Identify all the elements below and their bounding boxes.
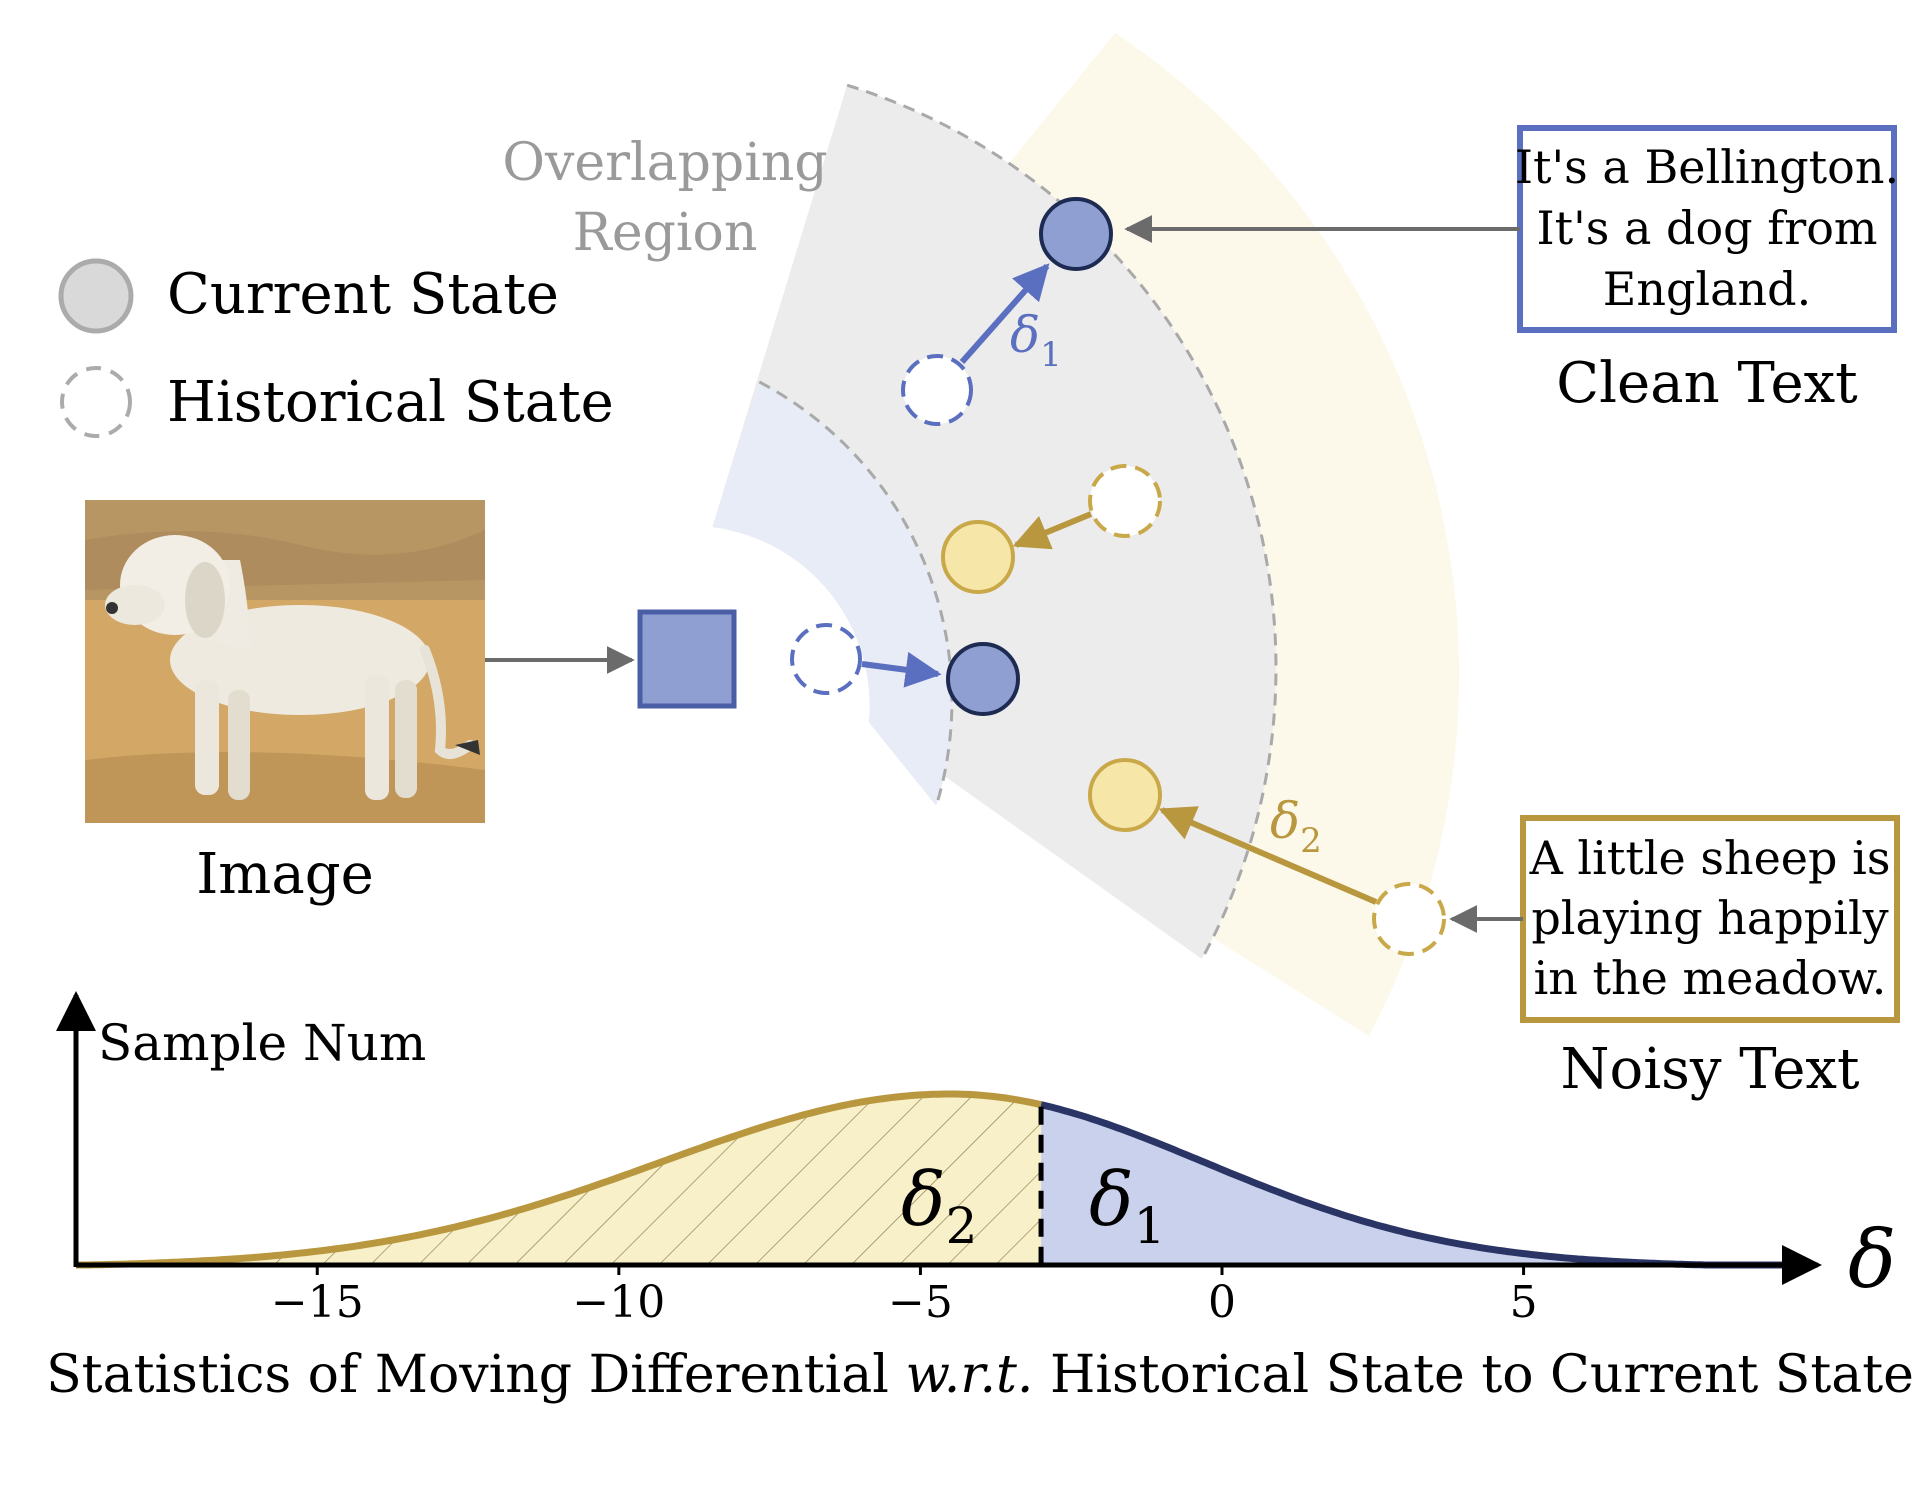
- noisy-move-arrow-2: [1158, 806, 1378, 905]
- noisy-text-line2: playing happily: [1531, 891, 1888, 945]
- image-embedding-square: [637, 609, 737, 709]
- historical-state-noisy-2: [1372, 882, 1446, 956]
- legend: Current State Historical State: [58, 258, 614, 438]
- historical-state-clean-1: [901, 354, 973, 426]
- legend-historical-state-label: Historical State: [167, 370, 614, 435]
- historical-state-noisy-1: [1088, 464, 1162, 538]
- current-state-noisy-2: [1088, 758, 1162, 832]
- delta2-region-label: δ2: [901, 1157, 977, 1255]
- distribution-chart: −15 −10 −5 0 5 δ2 δ1 Sample Num δ Statistics…: [46, 991, 1914, 1405]
- axis-delta-symbol: δ: [1848, 1213, 1896, 1306]
- delta2-curve: [76, 1090, 1042, 1269]
- y-axis-label: Sample Num: [98, 1014, 426, 1072]
- x-tick-label: −10: [572, 1277, 665, 1328]
- clean-move-arrow-2: [861, 651, 942, 688]
- legend-historical-state-icon: [60, 366, 132, 438]
- inner-boundary-dashed: [758, 380, 954, 807]
- noisy-move-arrow-1: [1012, 511, 1093, 550]
- x-tick-label: −15: [271, 1277, 364, 1328]
- legend-current-state-label: Current State: [167, 262, 559, 327]
- legend-current-state-icon: [58, 258, 134, 334]
- delta2-arrow-label: δ2: [1270, 792, 1322, 861]
- noisy-text-line1: A little sheep is: [1529, 831, 1891, 885]
- noisy-text-caption: Noisy Text: [1560, 1037, 1860, 1102]
- overlap-label-line1: Overlapping: [502, 133, 827, 193]
- current-state-clean-1: [1039, 197, 1113, 271]
- delta1-area-fill: [1041, 1104, 1795, 1265]
- current-state-clean-2: [946, 642, 1020, 716]
- x-tick-label: −5: [888, 1277, 953, 1328]
- states: [790, 197, 1446, 956]
- fan-sectors: [712, 32, 1460, 1037]
- current-state-noisy-1: [941, 520, 1015, 594]
- dog-image: [85, 500, 485, 823]
- delta2-area-hatch: [76, 1094, 1042, 1265]
- noisy-text-box: A little sheep is playing happily in the…: [1520, 815, 1900, 1023]
- middle-sector-gray: [712, 85, 1276, 960]
- x-axis-label: Statistics of Moving Differential w.r.t.…: [46, 1345, 1914, 1405]
- clean-text-line1: It's a Bellington.: [1515, 140, 1899, 194]
- image-caption: Image: [196, 842, 374, 907]
- clean-text-caption: Clean Text: [1556, 351, 1858, 416]
- outer-boundary-dashed: [846, 83, 1278, 960]
- delta1-region-label: δ1: [1089, 1157, 1165, 1255]
- historical-state-clean-2: [790, 623, 862, 695]
- clean-text-box: It's a Bellington. It's a dog from Engla…: [1515, 125, 1899, 333]
- overlap-label-line2: Region: [573, 203, 758, 263]
- clean-text-line3: England.: [1603, 262, 1811, 316]
- noisy-text-line3: in the meadow.: [1534, 951, 1887, 1005]
- x-ticks: −15 −10 −5 0 5: [271, 1265, 1538, 1328]
- inner-sector-blue: [712, 381, 952, 806]
- x-tick-label: 0: [1208, 1277, 1236, 1328]
- x-tick-label: 5: [1510, 1277, 1538, 1328]
- clean-move-arrow-1: [959, 263, 1050, 364]
- delta1-arrow-label: δ1: [1010, 306, 1062, 375]
- clean-text-line2: It's a dog from: [1536, 201, 1877, 255]
